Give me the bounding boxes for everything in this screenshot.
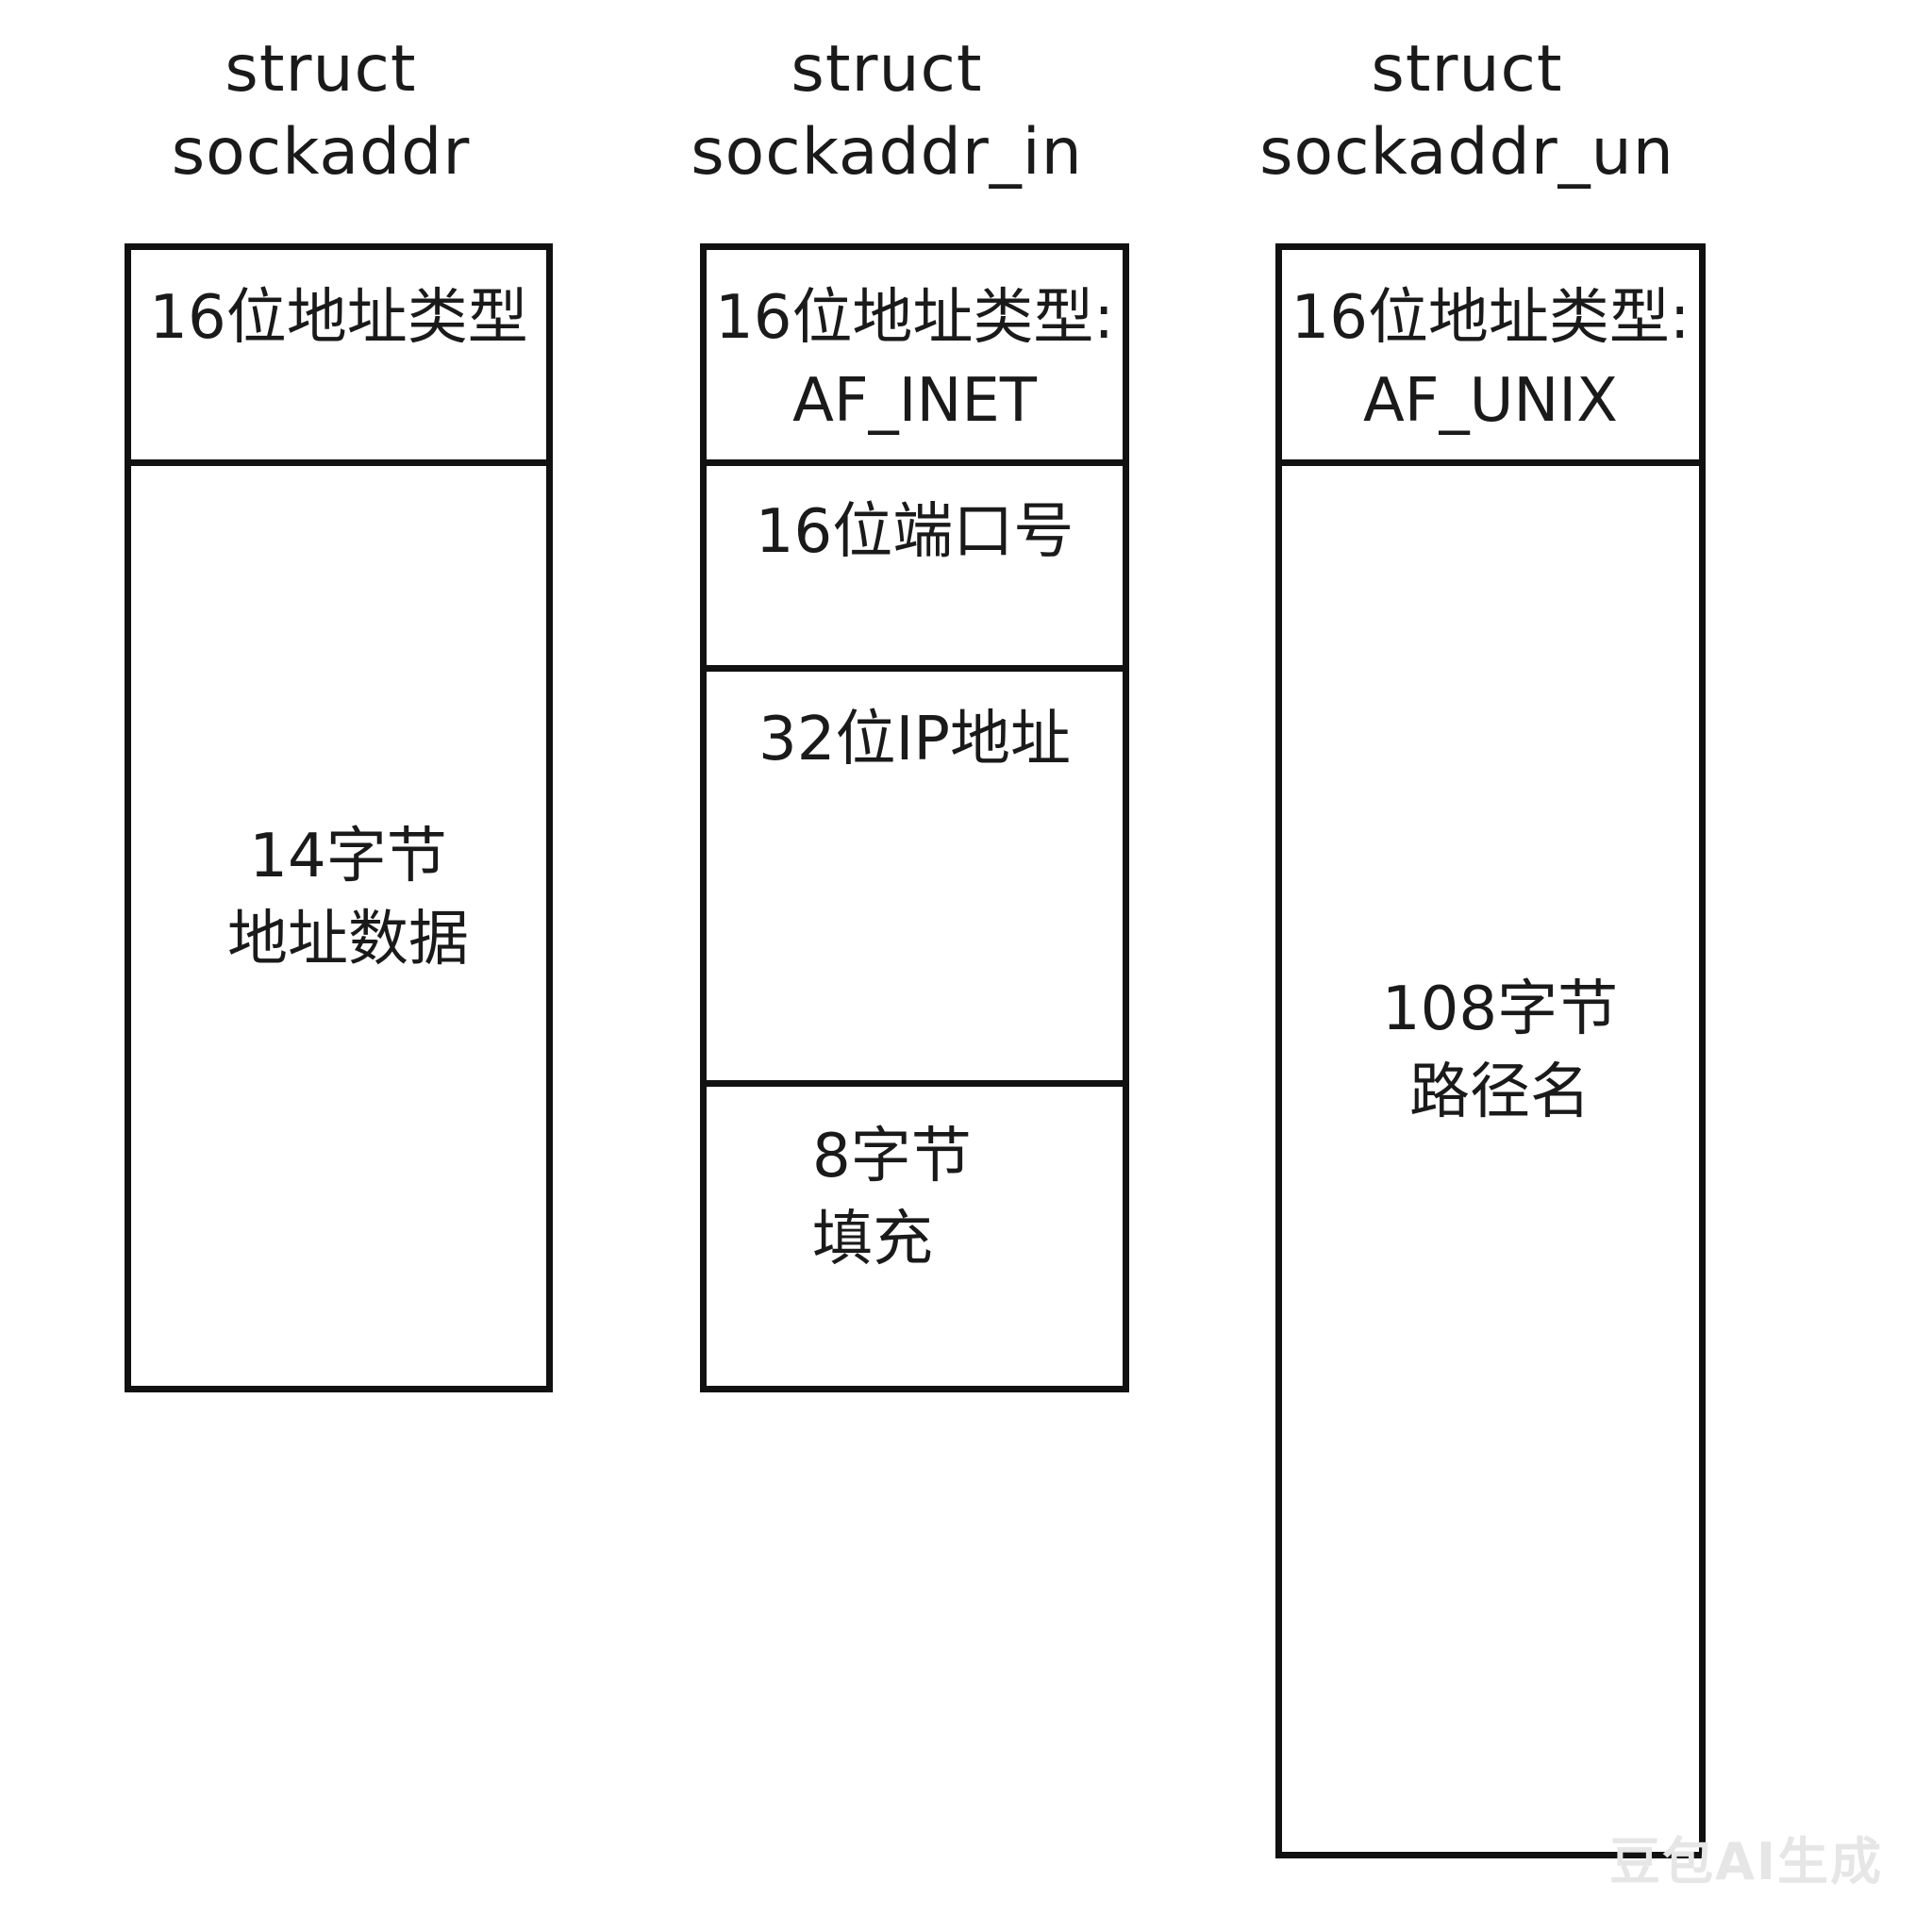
struct-keyword: struct bbox=[225, 32, 417, 107]
struct-keyword: struct bbox=[791, 32, 983, 107]
field-port: 16位端口号 bbox=[707, 459, 1123, 665]
struct-name: sockaddr_in bbox=[691, 115, 1083, 190]
field-label: 16位地址类型 bbox=[149, 283, 528, 353]
struct-name: sockaddr_un bbox=[1259, 115, 1674, 190]
field-padding: 8字节 填充 bbox=[707, 1080, 1123, 1386]
field-address-family: 16位地址类型: AF_UNIX bbox=[1282, 250, 1699, 459]
field-label-2: 填充 bbox=[812, 1205, 933, 1274]
field-label: 16位地址类型: bbox=[715, 283, 1114, 353]
struct-sockaddr-in-box: 16位地址类型: AF_INET 16位端口号 32位IP地址 8字节 填充 bbox=[700, 243, 1129, 1392]
struct-sockaddr-box: 16位地址类型 14字节 地址数据 bbox=[125, 243, 553, 1392]
field-label: 14字节 bbox=[249, 822, 447, 891]
field-address-family: 16位地址类型: AF_INET bbox=[707, 250, 1123, 459]
struct-keyword: struct bbox=[1371, 32, 1563, 107]
field-address-family: 16位地址类型 bbox=[131, 250, 546, 459]
field-label-2: AF_INET bbox=[792, 366, 1037, 436]
field-label: 16位端口号 bbox=[755, 497, 1074, 567]
field-label-2: 地址数据 bbox=[227, 905, 469, 974]
field-label: 16位地址类型: bbox=[1291, 283, 1690, 353]
struct-sockaddr-in-title: struct sockaddr_in bbox=[679, 28, 1094, 198]
field-label-2: 路径名 bbox=[1409, 1058, 1591, 1127]
field-label: 32位IP地址 bbox=[758, 705, 1071, 774]
field-label: 108字节 bbox=[1381, 974, 1619, 1044]
struct-name: sockaddr bbox=[171, 115, 471, 190]
struct-sockaddr-un-title: struct sockaddr_un bbox=[1255, 28, 1679, 198]
field-label-2: AF_UNIX bbox=[1362, 366, 1619, 436]
field-ip-address: 32位IP地址 bbox=[707, 665, 1123, 1080]
struct-sockaddr-title: struct sockaddr bbox=[123, 28, 519, 198]
field-address-data: 14字节 地址数据 bbox=[131, 459, 546, 1386]
watermark: 豆包AI生成 bbox=[1609, 1832, 1883, 1891]
field-path-name: 108字节 路径名 bbox=[1282, 459, 1699, 1852]
field-label: 8字节 bbox=[812, 1122, 972, 1191]
struct-sockaddr-un-box: 16位地址类型: AF_UNIX 108字节 路径名 bbox=[1275, 243, 1706, 1858]
